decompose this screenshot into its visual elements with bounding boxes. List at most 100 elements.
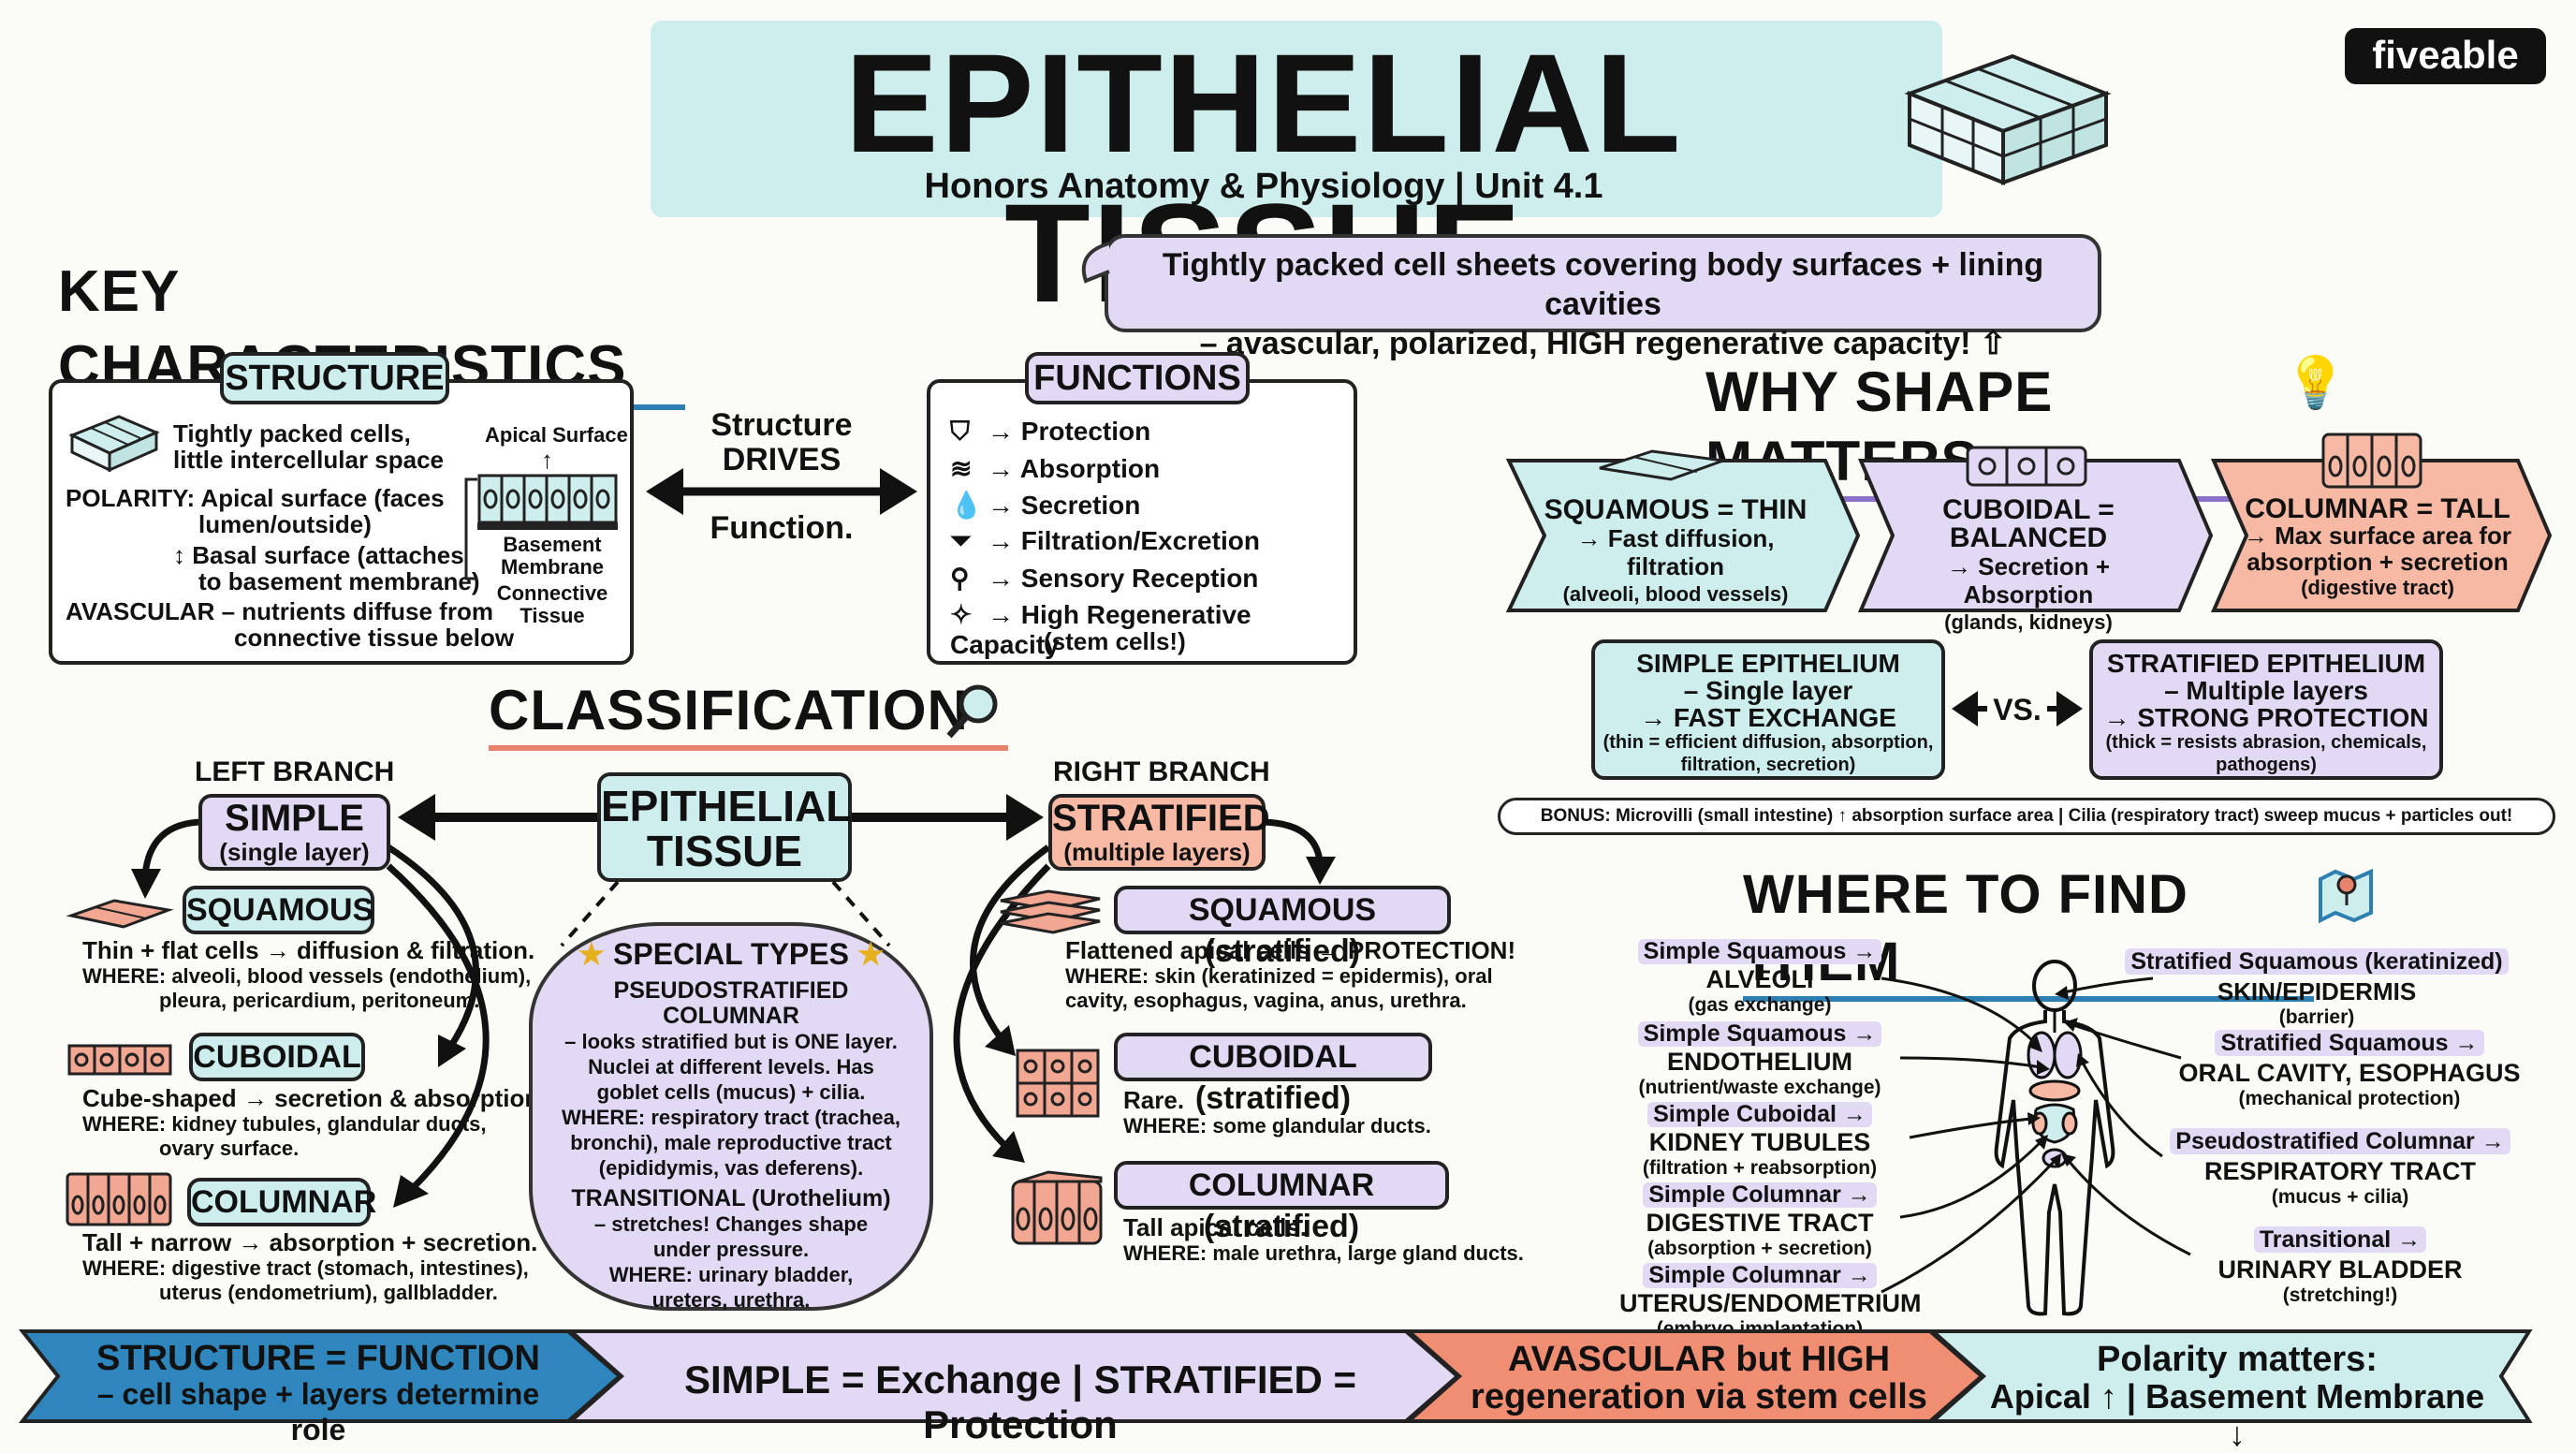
stratified-columnar-tag: COLUMNAR (stratified) xyxy=(1114,1161,1449,1244)
sparkle-icon: ✧ xyxy=(950,600,973,629)
columnar-cells-icon xyxy=(66,1172,172,1226)
stratified-title: STRATIFIED xyxy=(1052,798,1270,839)
summary-line-2: – avascular, polarized, HIGH regenerativ… xyxy=(1199,326,2007,361)
stratified-squamous-icon xyxy=(1000,889,1101,934)
stratified-columnar-desc: Tall apical cells. xyxy=(1123,1213,1308,1241)
columnar-where-2: uterus (endometrium), gallbladder. xyxy=(159,1281,498,1304)
footer-simple-stratified: SIMPLE = Exchange | STRATIFIED = Protect… xyxy=(683,1358,1357,1446)
stratified-squamous-where-2: cavity, esophagus, vagina, anus, urethra… xyxy=(1065,989,1467,1012)
cuboidal-desc: Cube-shaped → secretion & absorption. xyxy=(82,1084,547,1112)
waves-icon: ≋ xyxy=(950,454,973,483)
connective-tissue-label: Connective Tissue xyxy=(496,581,608,627)
shape-chevrons xyxy=(1505,459,2553,612)
where-left-item: Simple Squamous →ENDOTHELIUM(nutrient/wa… xyxy=(1637,1020,1882,1098)
star-icon: ★ xyxy=(578,937,606,971)
drives-text-1: Structure xyxy=(710,407,853,443)
function-protection: → Protection xyxy=(988,417,1151,446)
stratified-cuboidal-desc: Rare. xyxy=(1123,1086,1185,1114)
apical-surface-label: Apical Surface xyxy=(485,423,628,447)
cuboidal-shape-icon xyxy=(1966,446,2087,487)
summary-callout: Tightly packed cell sheets covering body… xyxy=(1105,234,2101,361)
cuboidal-where-1: WHERE: kidney tubules, glandular ducts, xyxy=(82,1112,487,1136)
stratified-squamous-tag: SQUAMOUS (stratified) xyxy=(1114,886,1451,969)
callout-tail xyxy=(1081,242,1110,284)
drives-double-arrow xyxy=(646,468,917,515)
function-sensory: → Sensory Reception xyxy=(988,564,1259,593)
stratified-columnar-icon xyxy=(1011,1170,1103,1245)
function-absorption: → Absorption xyxy=(988,454,1161,483)
where-left-item: Simple Cuboidal →KIDNEY TUBULES(filtrati… xyxy=(1642,1101,1878,1180)
bonus-note: BONUS: Microvilli (small intestine) ↑ ab… xyxy=(1498,798,2555,835)
columnar-shape-icon xyxy=(2321,433,2422,489)
function-regeneration: → High Regenerative Capacity xyxy=(950,600,1251,659)
stratified-cuboidal-tag: CUBOIDAL (stratified) xyxy=(1114,1033,1432,1116)
special-types-text: PSEUDOSTRATIFIED COLUMNAR – looks strati… xyxy=(562,977,900,1313)
simple-title: SIMPLE xyxy=(225,798,364,839)
squamous-shape-icon xyxy=(1599,449,1724,481)
title-banner xyxy=(651,21,1942,217)
shape-cuboidal-text: CUBOIDAL = BALANCED → Secretion + Absorp… xyxy=(1942,494,2115,635)
stratified-sub: (multiple layers) xyxy=(1063,838,1251,866)
stratified-node: STRATIFIED (multiple layers) xyxy=(1048,794,1270,871)
stratified-epithelium-box: STRATIFIED EPITHELIUM – Multiple layers … xyxy=(2089,639,2443,780)
stratified-squamous-where-1: WHERE: skin (keratinized = epidermis), o… xyxy=(1065,964,1493,988)
left-branch-label: LEFT BRANCH xyxy=(195,756,395,787)
structure-line-4: lumen/outside) xyxy=(198,510,372,538)
columnar-desc: Tall + narrow → absorption + secretion. xyxy=(82,1228,538,1256)
functions-list: ⛉→ Protection ≋→ Absorption 💧→ Secretion… xyxy=(950,417,1353,659)
where-right-item-1: Stratified Squamous →ORAL CAVITY, ESOPHA… xyxy=(2178,1030,2521,1109)
where-left-item: Simple Columnar →DIGESTIVE TRACT(absorpt… xyxy=(1619,1182,1900,1263)
vs-label: VS. xyxy=(1993,693,2042,726)
functions-tag: FUNCTIONS xyxy=(1025,352,1250,404)
polarity-cells-diagram xyxy=(477,474,618,530)
epithelial-tissue-node: EPITHELIAL TISSUE xyxy=(597,772,852,882)
filter-icon: ⏷ xyxy=(950,526,972,555)
right-branch-label: RIGHT BRANCH xyxy=(1053,756,1270,787)
structure-line-6: to basement membrane) xyxy=(198,567,480,595)
simple-epithelium-box: SIMPLE EPITHELIUM – Single layer → FAST … xyxy=(1591,639,1945,780)
squamous-where-1: WHERE: alveoli, blood vessels (endotheli… xyxy=(82,964,532,988)
basement-membrane-label: Basement Membrane xyxy=(500,533,605,579)
function-secretion: → Secretion xyxy=(988,491,1141,520)
simple-node: SIMPLE (single layer) xyxy=(198,794,390,871)
where-right-item-3: Transitional →URINARY BLADDER(stretching… xyxy=(2217,1226,2463,1306)
summary-line-1: Tightly packed cell sheets covering body… xyxy=(1162,247,2044,322)
shield-icon: ⛉ xyxy=(950,417,971,446)
footer-chevrons xyxy=(18,1329,2533,1423)
structure-tag: STRUCTURE xyxy=(220,352,449,404)
polarity-bracket xyxy=(464,477,477,580)
shape-columnar-text: COLUMNAR = TALL → Max surface area for a… xyxy=(2243,493,2512,600)
map-pin-icon xyxy=(2319,868,2373,924)
page-subtitle: Honors Anatomy & Physiology | Unit 4.1 xyxy=(924,167,1603,206)
sensor-icon: ⚲ xyxy=(950,564,970,593)
cuboidal-where-2: ovary surface. xyxy=(159,1137,300,1160)
shape-squamous-text: SQUAMOUS = THIN → Fast diffusion, filtra… xyxy=(1544,494,1808,607)
squamous-cells-icon xyxy=(66,899,174,929)
stratified-columnar-where: WHERE: male urethra, large gland ducts. xyxy=(1123,1241,1524,1265)
structure-line-1: Tightly packed cells, xyxy=(173,419,411,448)
where-left-labels: Simple Squamous →ALVEOLI(gas exchange) S… xyxy=(1619,939,1922,1343)
functions-note: (stem cells!) xyxy=(1044,627,1186,655)
cell-sheet-icon xyxy=(68,415,160,473)
stratified-cuboidal-where: WHERE: some glandular ducts. xyxy=(1123,1114,1431,1137)
fiveable-logo[interactable]: fiveable xyxy=(2345,28,2546,84)
lightbulb-icon: 💡 xyxy=(2284,355,2348,411)
tissue-block-icon xyxy=(1904,53,2112,185)
simple-sub: (single layer) xyxy=(219,838,370,866)
special-types-cloud xyxy=(529,922,933,1311)
squamous-tag: SQUAMOUS xyxy=(183,886,374,934)
columnar-tag: COLUMNAR xyxy=(187,1178,376,1226)
footer-avascular: AVASCULAR but HIGH regeneration via stem… xyxy=(1471,1340,1927,1416)
functions-card xyxy=(927,379,1357,665)
structure-line-7: AVASCULAR – nutrients diffuse from xyxy=(66,597,493,625)
stratified-cuboidal-icon xyxy=(1016,1049,1100,1118)
footer-structure-function: STRUCTURE = FUNCTION – cell shape + laye… xyxy=(96,1339,540,1446)
columnar-where-1: WHERE: digestive tract (stomach, intesti… xyxy=(82,1256,529,1280)
where-left-item: Simple Columnar →UTERUS/ENDOMETRIUM(embr… xyxy=(1619,1262,1922,1341)
where-right-item-0: Stratified Squamous (keratinized)SKIN/EP… xyxy=(2125,948,2509,1031)
where-left-item: Simple Squamous →ALVEOLI(gas exchange) xyxy=(1619,939,1900,1021)
structure-line-5: ↕ Basal surface (attaches xyxy=(173,541,464,569)
drives-text-3: Function. xyxy=(710,510,854,546)
